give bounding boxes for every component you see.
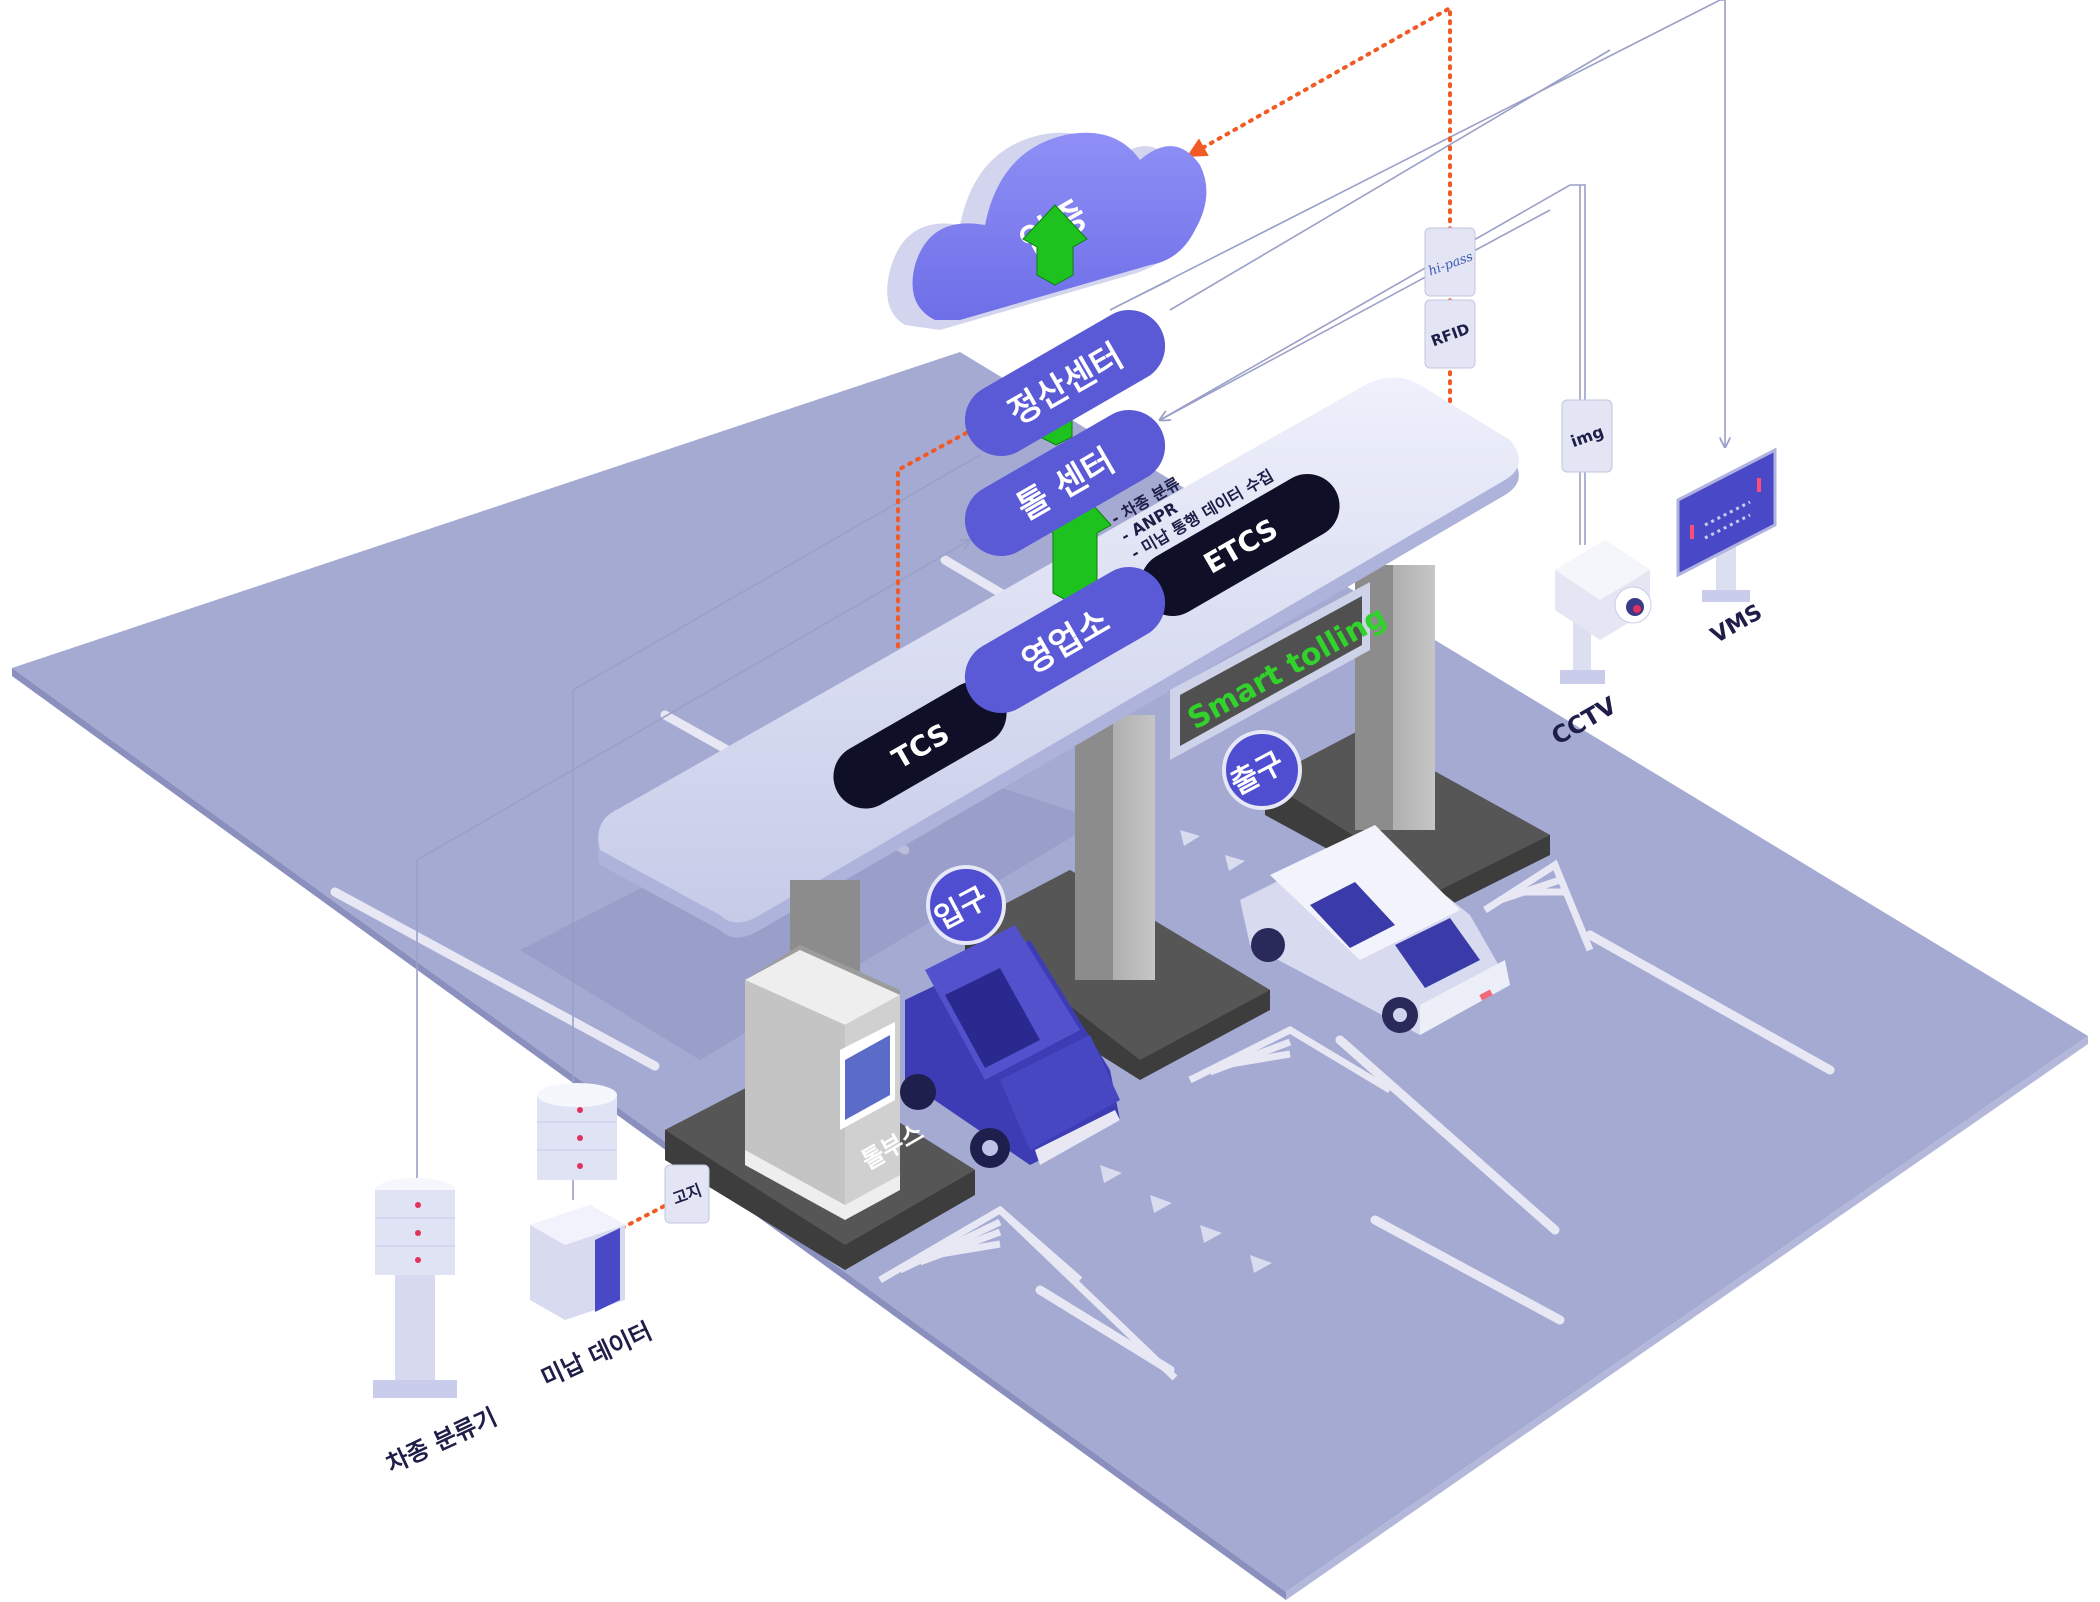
- exit-badge: 출구: [1222, 730, 1302, 810]
- toll-booth: [745, 880, 900, 1220]
- tcs-pill: TCS: [833, 681, 1007, 809]
- vms-sign: VMS: [1676, 447, 1777, 649]
- pillars: [1075, 565, 1435, 980]
- zebra-marking-left: [878, 1205, 1178, 1381]
- blue-car: [900, 925, 1120, 1168]
- vehicle-classifier: 차종 분류기: [373, 1178, 501, 1479]
- zebra-marking-right: [1483, 859, 1594, 952]
- hipass-tag: hi-pass: [1424, 227, 1476, 297]
- zebra-marking-center: [1188, 1026, 1392, 1094]
- entrance-badge: 입구: [926, 865, 1006, 945]
- connector-lines: [416, 0, 1725, 1200]
- rfid-tag: RFID: [1424, 299, 1476, 369]
- vehicle-classifier-label: 차종 분류기: [382, 1403, 501, 1479]
- smart-tolling-sign: [1170, 582, 1370, 760]
- white-car: [1240, 825, 1510, 1035]
- cctv-camera: CCTV: [1547, 540, 1652, 751]
- img-tag: img: [1561, 399, 1613, 473]
- direction-arrows: [1100, 830, 1272, 1273]
- notify-tag: 고지: [664, 1164, 710, 1224]
- vms-label: VMS: [1707, 600, 1767, 649]
- unpaid-data-label: 미납 데이터: [537, 1317, 656, 1393]
